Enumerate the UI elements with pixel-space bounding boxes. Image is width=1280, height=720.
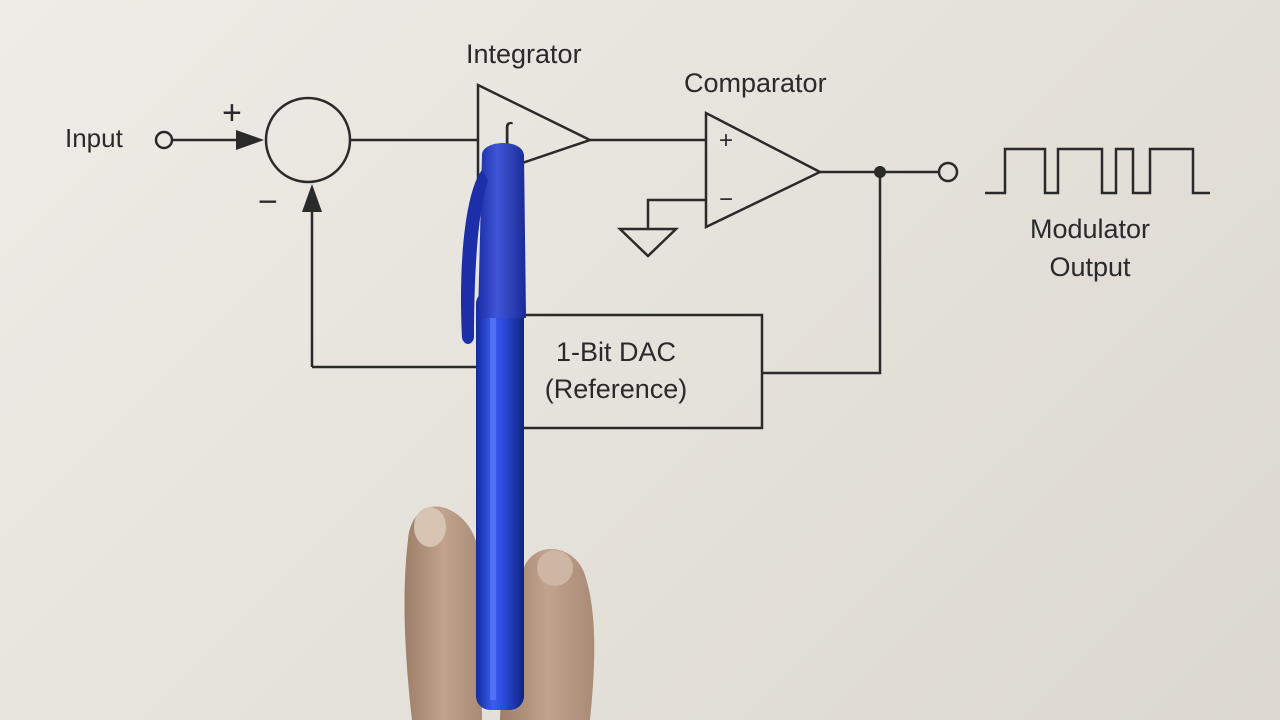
output-label-line2: Output (1049, 252, 1131, 282)
comparator-minus: − (719, 186, 733, 213)
ground-wire (646, 198, 706, 228)
integrator-title: Integrator (466, 39, 582, 69)
output-terminal (937, 161, 959, 183)
plus-sign: + (222, 94, 242, 132)
output-label-line1: Modulator (1030, 214, 1150, 244)
integrator-triangle (476, 82, 594, 180)
comparator-triangle (704, 110, 823, 229)
output-to-dac-wire (762, 172, 882, 375)
input-label: Input (65, 123, 124, 153)
input-arrow (236, 130, 264, 150)
dac-label-line2: (Reference) (545, 374, 688, 404)
comparator-plus: + (719, 127, 733, 154)
comparator-title: Comparator (684, 68, 827, 98)
ground-symbol (616, 227, 680, 258)
minus-sign: − (258, 183, 278, 221)
integral-symbol: ∫ (501, 118, 513, 151)
feedback-arrow (302, 184, 322, 212)
dac-label-line1: 1-Bit DAC (556, 337, 676, 367)
blue-pen (460, 142, 526, 710)
modulator-output-waveform (985, 147, 1210, 195)
summing-junction (264, 96, 352, 184)
input-terminal (154, 130, 174, 150)
